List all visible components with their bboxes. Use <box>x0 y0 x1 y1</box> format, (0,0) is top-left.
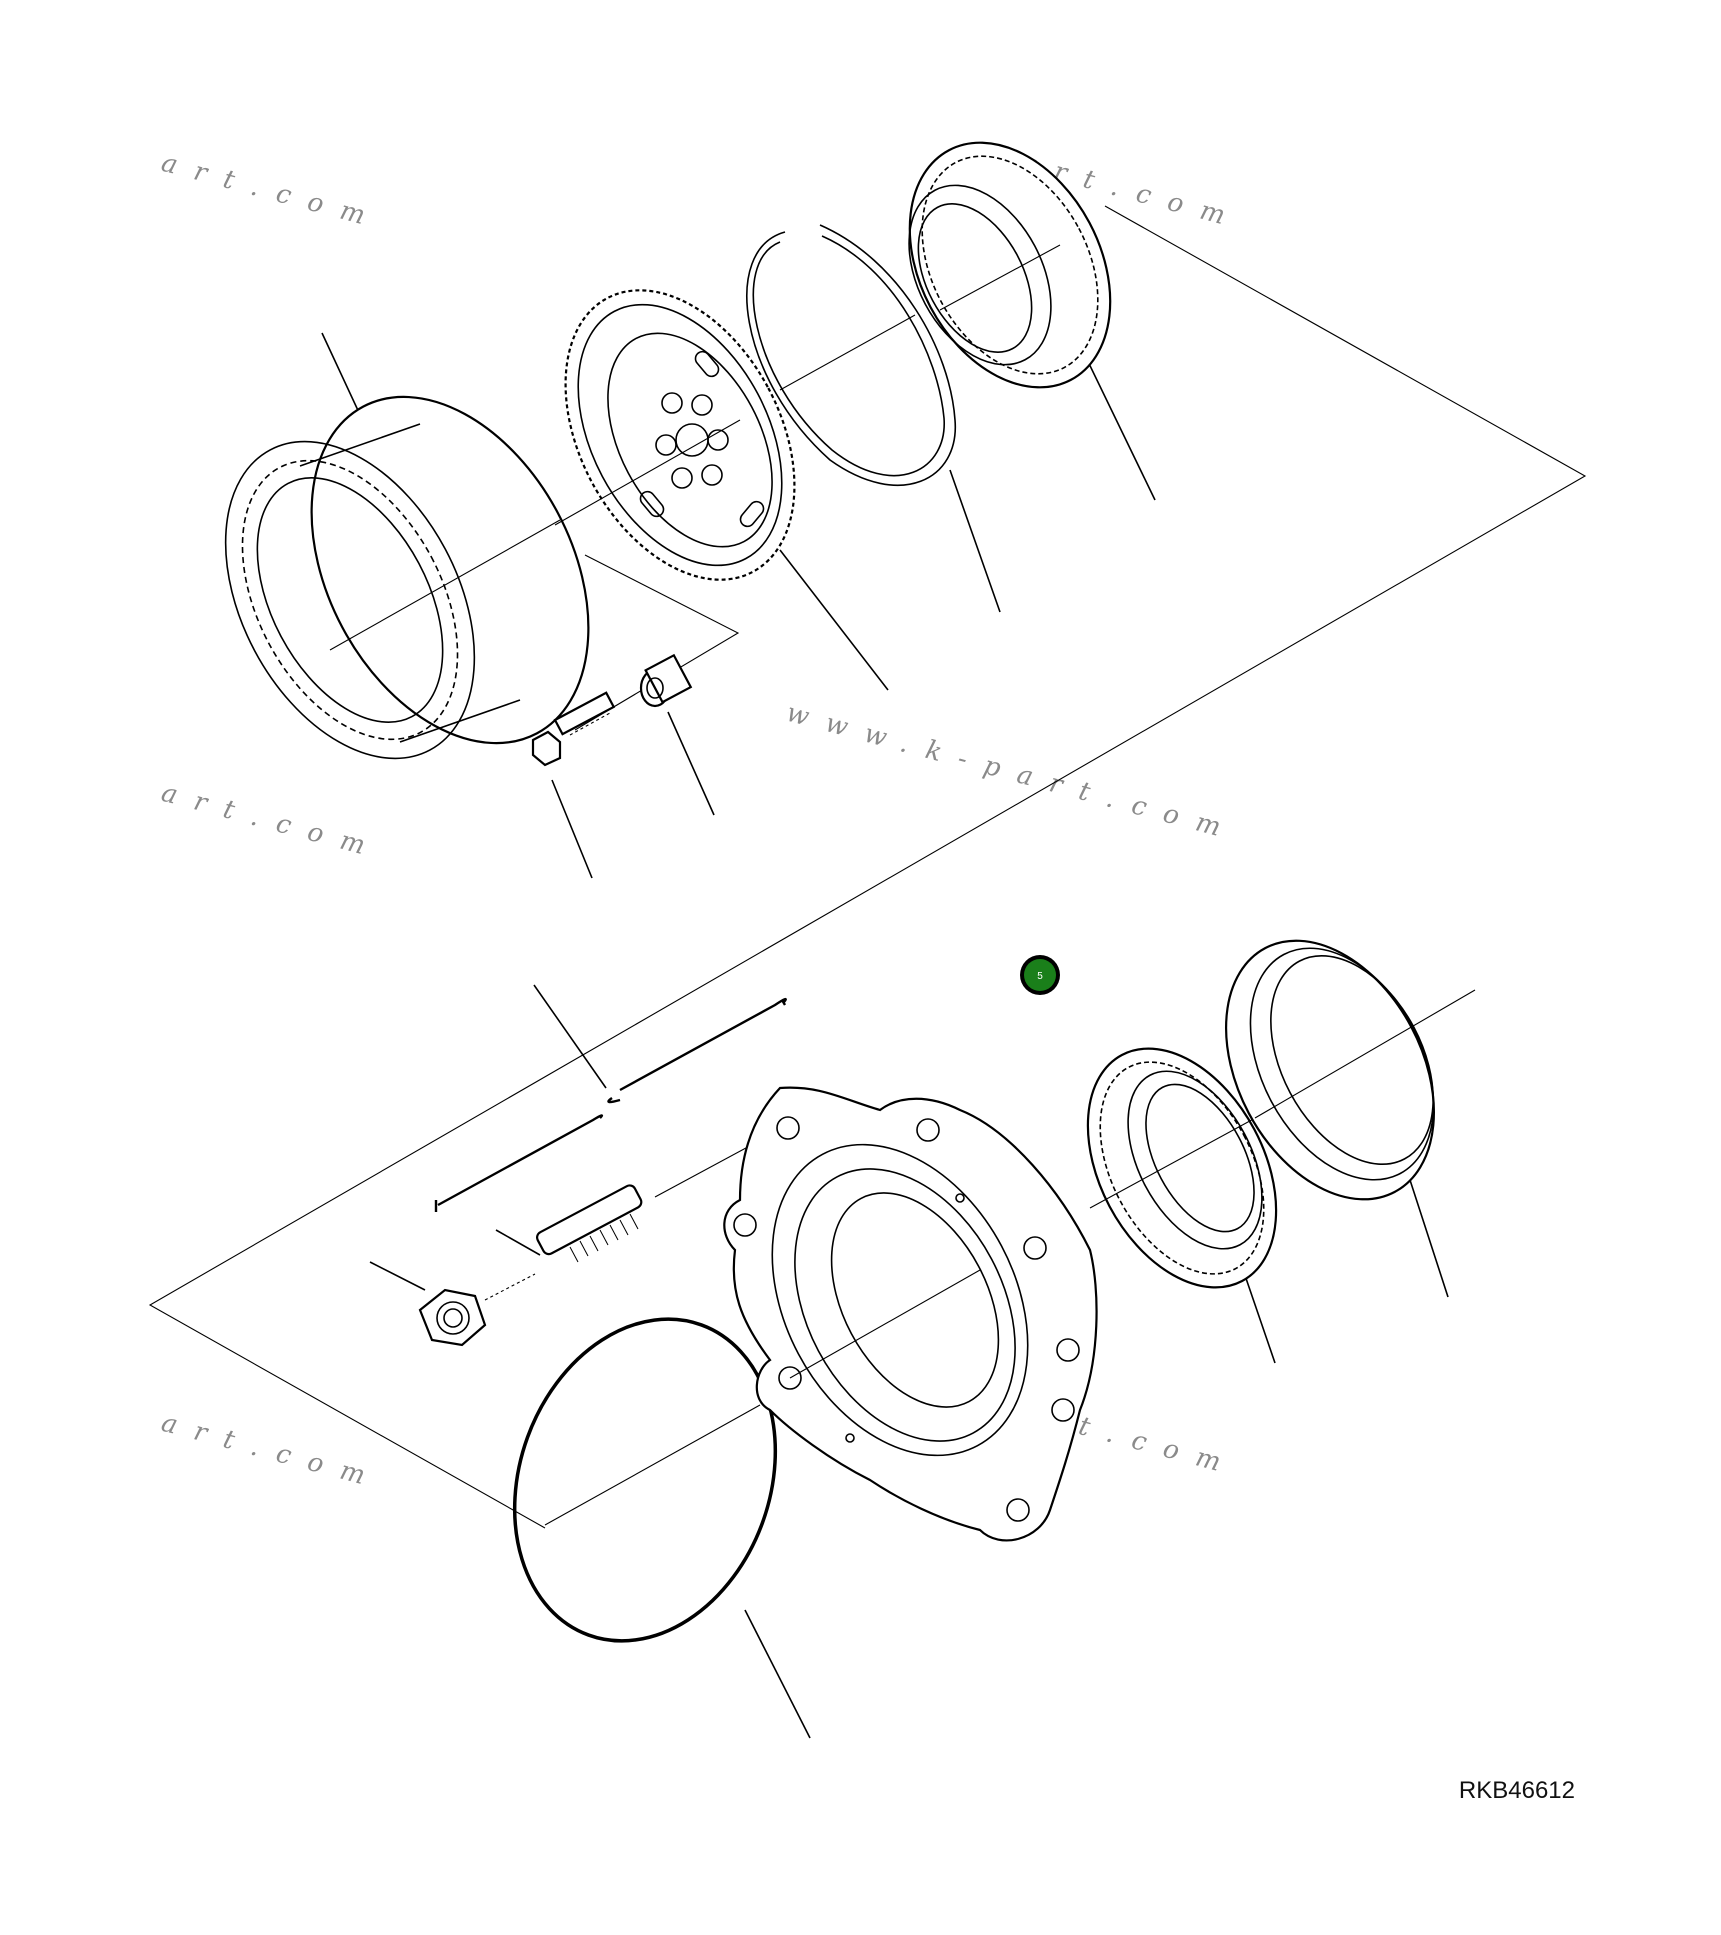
nut <box>369 1261 536 1347</box>
group-bracket-upper <box>148 205 1587 1529</box>
o-ring <box>512 1317 811 1739</box>
roller-bearing-upper <box>908 141 1156 501</box>
callout-label: 5 <box>1037 971 1043 982</box>
roller-bearing-lower <box>1086 1047 1278 1364</box>
watermark-short-4: art.com <box>158 1408 386 1496</box>
bolt <box>531 691 616 879</box>
gasket <box>434 984 787 1212</box>
watermark-short-3: art.com <box>158 778 386 866</box>
callout-marker[interactable]: 5 <box>1020 955 1060 995</box>
bushing <box>639 653 715 816</box>
watermark-long-1: www.k-part.com <box>783 698 1241 848</box>
drawing-code: RKB46612 <box>1459 1777 1575 1804</box>
watermark-short-1: art.com <box>158 148 386 236</box>
planet-carrier <box>554 289 889 691</box>
callout-fill <box>1024 959 1056 991</box>
snap-ring <box>746 224 1001 613</box>
group-bracket-inner <box>574 554 740 731</box>
ring-gear <box>224 332 590 760</box>
oil-seal <box>1224 939 1476 1298</box>
hub-housing <box>723 1086 1098 1542</box>
